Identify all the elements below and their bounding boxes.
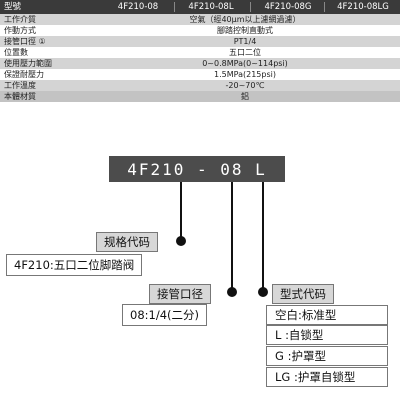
spec-row-label: 作動方式 (4, 26, 36, 35)
spec-row-value: 空氣（經40μm以上濾網過濾） (189, 15, 301, 24)
spec-code-desc: 4F210:五口二位脚踏阀 (6, 254, 143, 276)
spec-row-label: 使用壓力範圍 (4, 59, 52, 68)
spec-row-label: 保證耐壓力 (4, 70, 44, 79)
spec-row-value: 1.5MPa(215psi) (214, 70, 276, 79)
model-col-1: 4F210-08 (117, 2, 159, 12)
model-col-2: 4F210-08L (188, 2, 234, 12)
header-divider (174, 2, 175, 12)
type-option: 空白:标准型 (266, 305, 388, 325)
spec-row: 接管口徑 ① PT1/4 (0, 36, 400, 47)
spec-row-value: 腳踏控制直動式 (217, 26, 273, 35)
spec-row-value: 鋁 (241, 92, 249, 101)
spec-table: 型號 4F210-08 4F210-08L 4F210-08G 4F210-08… (0, 0, 400, 102)
type-option: LG :护罩自锁型 (266, 367, 388, 387)
spec-row: 工作溫度 -20~70℃ (0, 80, 400, 91)
spec-row-label: 本體材質 (4, 92, 36, 101)
spec-row: 保證耐壓力 1.5MPa(215psi) (0, 69, 400, 80)
spec-row: 使用壓力範圍 0~0.8MPa(0~114psi) (0, 58, 400, 69)
spec-row: 本體材質 鋁 (0, 91, 400, 102)
type-option: L :自锁型 (266, 325, 388, 345)
spec-connector-line (180, 182, 182, 240)
spec-header-label: 型號 (4, 2, 22, 12)
spec-row: 作動方式 腳踏控制直動式 (0, 25, 400, 36)
spec-connector-dot (176, 236, 186, 246)
model-col-3: 4F210-08G (264, 2, 312, 12)
port-connector-dot (227, 287, 237, 297)
model-col-4: 4F210-08LG (337, 2, 389, 12)
spec-row: 位置數 五口二位 (0, 47, 400, 58)
header-divider (324, 2, 325, 12)
spec-code-title: 规格代码 (96, 232, 158, 252)
spec-row-label: 工作溫度 (4, 81, 36, 90)
port-connector-line (231, 182, 233, 292)
spec-row-label: 工作介質 (4, 15, 36, 24)
spec-row-value: 0~0.8MPa(0~114psi) (202, 59, 288, 68)
spec-row: 工作介質 空氣（經40μm以上濾網過濾） (0, 14, 400, 25)
spec-row-value: PT1/4 (233, 37, 257, 46)
spec-row-value: 五口二位 (229, 48, 261, 57)
spec-row-label: 接管口徑 ① (4, 37, 46, 46)
spec-row-label: 位置數 (4, 48, 28, 57)
type-connector-dot (258, 287, 268, 297)
model-code-box: 4F210 - 08 L (109, 156, 285, 182)
type-code-title: 型式代码 (272, 284, 334, 304)
port-code-desc: 08:1/4(二分) (122, 304, 207, 326)
spec-row-value: -20~70℃ (225, 81, 265, 90)
port-code-title: 接管口径 (149, 284, 211, 304)
type-connector-line (262, 182, 264, 292)
type-option: G :护罩型 (266, 346, 388, 366)
header-divider (250, 2, 251, 12)
spec-header-row: 型號 4F210-08 4F210-08L 4F210-08G 4F210-08… (0, 0, 400, 14)
